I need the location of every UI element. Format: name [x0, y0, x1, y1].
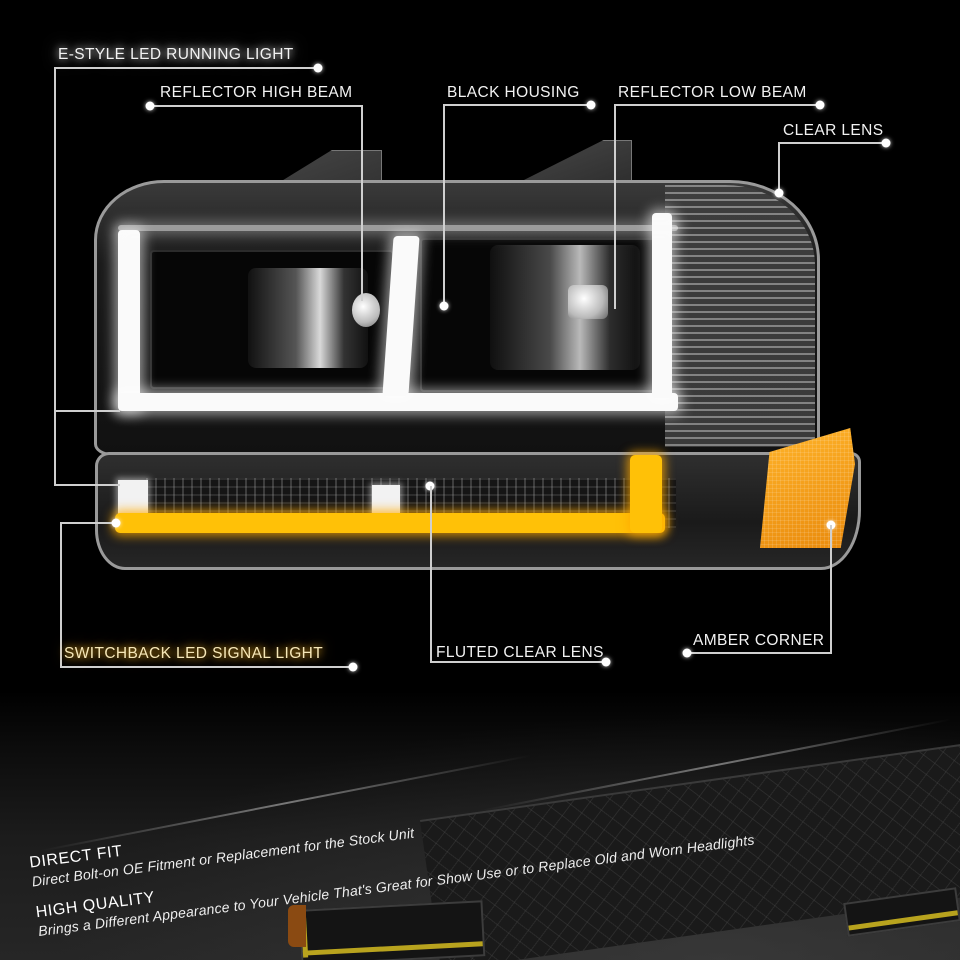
high-beam-reflector	[248, 268, 368, 368]
callout-amber-corner: AMBER CORNER	[693, 632, 825, 649]
callout-dot	[111, 518, 121, 528]
switchback-signal-bar	[115, 513, 665, 533]
callout-line	[430, 486, 432, 662]
callout-dot	[815, 100, 825, 110]
callout-line	[430, 661, 606, 663]
callout-dot	[439, 301, 449, 311]
callout-dot	[348, 662, 358, 672]
clear-lens	[665, 185, 815, 447]
callout-running-light: E-STYLE LED RUNNING LIGHT	[58, 46, 294, 63]
callout-clear-lens: CLEAR LENS	[783, 122, 884, 139]
callout-line	[54, 484, 120, 486]
truck-headlight-left	[298, 900, 486, 960]
callout-line	[54, 410, 120, 412]
callout-line	[614, 104, 616, 309]
drl-top-edge	[118, 225, 678, 231]
callout-line	[614, 104, 820, 106]
high-beam-bulb	[352, 293, 380, 327]
truck-amber-corner	[288, 905, 306, 947]
callout-signal-light: SWITCHBACK LED SIGNAL LIGHT	[64, 645, 324, 662]
drl-right-vertical	[652, 213, 672, 398]
callout-dot	[586, 100, 596, 110]
callout-line	[443, 104, 445, 304]
drl-bottom-bar	[118, 393, 678, 411]
callout-line	[778, 142, 886, 144]
callout-line	[830, 525, 832, 653]
callout-line	[778, 142, 780, 192]
truck-signal-strip	[302, 941, 483, 956]
callout-line	[54, 67, 319, 69]
low-beam-reflector	[490, 245, 640, 370]
callout-line	[60, 522, 116, 524]
switchback-signal-vertical	[630, 455, 662, 533]
callout-dot	[145, 101, 155, 111]
callout-fluted-lens: FLUTED CLEAR LENS	[436, 644, 604, 661]
callout-dot	[774, 188, 784, 198]
callout-line	[687, 652, 832, 654]
callout-line	[54, 67, 56, 412]
callout-black-housing: BLACK HOUSING	[447, 84, 580, 101]
callout-dot	[881, 138, 891, 148]
callout-line	[60, 666, 353, 668]
callout-line	[443, 104, 591, 106]
callout-low-beam: REFLECTOR LOW BEAM	[618, 84, 807, 101]
callout-line	[60, 522, 62, 667]
callout-high-beam: REFLECTOR HIGH BEAM	[160, 84, 353, 101]
callout-dot	[313, 63, 323, 73]
callout-line	[361, 105, 363, 301]
drl-left-vertical	[118, 230, 140, 410]
callout-line	[150, 105, 362, 107]
callout-dot	[682, 648, 692, 658]
low-beam-bulb	[568, 285, 608, 319]
callout-dot	[601, 657, 611, 667]
callout-line	[54, 410, 56, 485]
